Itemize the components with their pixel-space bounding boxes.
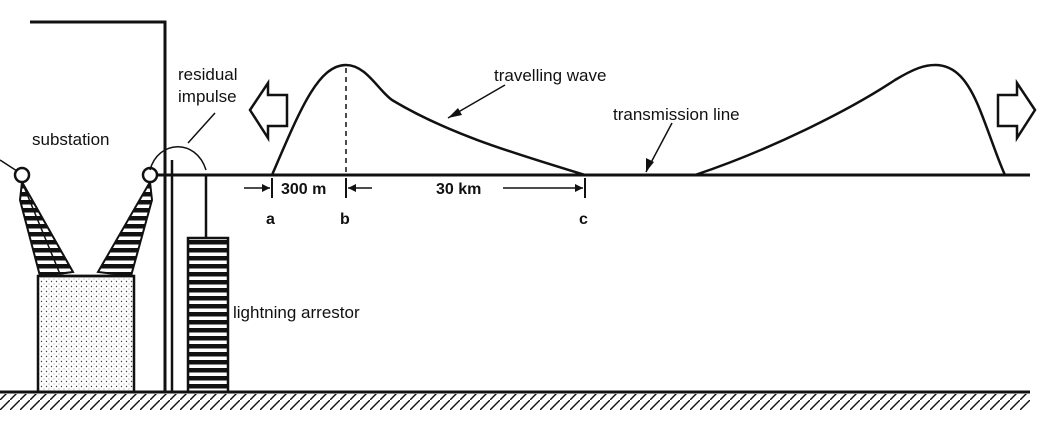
- residual-label-line1: residual: [178, 65, 238, 84]
- arrow-left-icon: [248, 78, 289, 143]
- bushing-right: [96, 178, 154, 278]
- substation-label: substation: [32, 130, 110, 149]
- residual-impulse-curve: [149, 146, 207, 171]
- travelling-wave-pointer-head: [448, 108, 462, 118]
- dimension-markers: [244, 178, 586, 198]
- transmission-line-label: transmission line: [613, 105, 740, 124]
- travelling-wave-left: [270, 63, 586, 177]
- substation-structure: [30, 20, 174, 392]
- transformer-body: [36, 274, 136, 394]
- point-b-label: b: [340, 211, 350, 228]
- distance-ab-label: 300 m: [281, 181, 326, 198]
- distance-bc-label: 30 km: [436, 181, 481, 198]
- transmission-line-pointer-head: [646, 158, 654, 172]
- lightning-arrestor: [186, 236, 230, 394]
- bushing-left: [18, 178, 75, 278]
- point-a-label: a: [266, 211, 275, 228]
- ground: [0, 390, 1030, 410]
- terminal-left: [13, 166, 31, 184]
- terminal-right: [141, 166, 159, 184]
- lead-wire: [0, 159, 18, 172]
- arrow-right-icon: [996, 78, 1037, 143]
- residual-label-line2: impulse: [178, 87, 237, 106]
- travelling-wave-label: travelling wave: [494, 66, 606, 85]
- lightning-arrestor-label: lightning arrestor: [233, 303, 360, 322]
- residual-impulse-pointer: [187, 112, 216, 144]
- travelling-wave-right: [694, 63, 1007, 177]
- point-c-label: c: [579, 211, 588, 228]
